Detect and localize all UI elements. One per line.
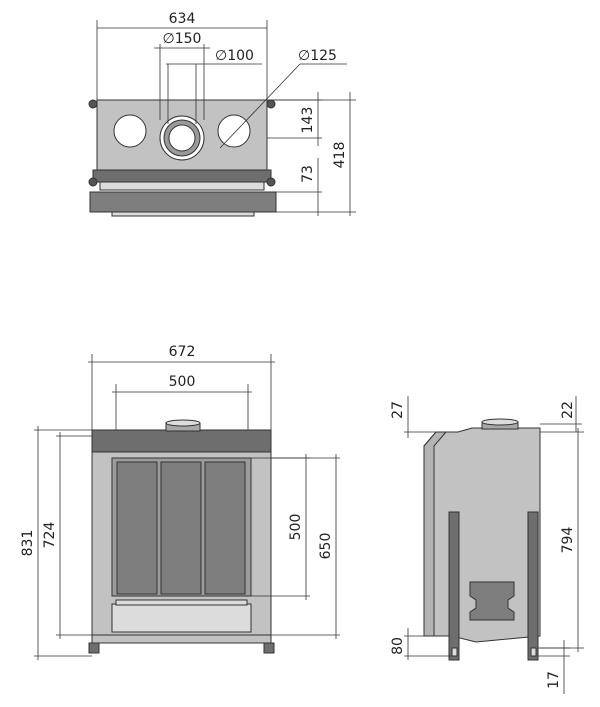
dim-418: 418 xyxy=(332,142,348,169)
front-leg-left xyxy=(88,642,100,654)
side-foot-rear xyxy=(530,647,537,657)
front-base xyxy=(91,634,272,644)
side-hole-right xyxy=(217,114,251,148)
dim-724: 724 xyxy=(42,522,58,549)
top-view-band xyxy=(92,169,272,183)
bolt-icon xyxy=(266,177,276,187)
dim-17: 17 xyxy=(546,671,562,689)
side-flue-top xyxy=(481,418,519,426)
glass-panel-right xyxy=(204,461,246,595)
flue-inner xyxy=(168,124,196,152)
front-view: 672 500 831 724 500 650 xyxy=(20,344,340,660)
front-leg-right xyxy=(263,642,275,654)
side-leg-front xyxy=(448,511,460,661)
top-view-base xyxy=(89,191,277,213)
dim-diameter-150: ∅150 xyxy=(163,31,202,47)
bolt-icon xyxy=(88,99,98,109)
glass-panel-center xyxy=(160,461,202,595)
side-hole-left xyxy=(113,114,147,148)
front-top-slab xyxy=(91,429,272,453)
dim-143: 143 xyxy=(300,107,316,134)
dim-diameter-100: ∅100 xyxy=(215,48,254,64)
front-flue-top xyxy=(165,419,201,427)
dim-794: 794 xyxy=(560,527,576,554)
dim-500-height: 500 xyxy=(288,514,304,541)
bolt-icon xyxy=(88,177,98,187)
dim-80: 80 xyxy=(390,637,406,655)
dim-22: 22 xyxy=(560,401,576,419)
bolt-icon xyxy=(266,99,276,109)
dim-27: 27 xyxy=(390,401,406,419)
dim-diameter-125: ∅125 xyxy=(298,48,337,64)
top-view-base-lip xyxy=(111,211,255,217)
glass-panel-left xyxy=(116,461,158,595)
dim-831: 831 xyxy=(20,530,36,557)
dim-634: 634 xyxy=(169,11,196,27)
dim-73: 73 xyxy=(300,165,316,183)
side-view: 27 22 794 80 17 xyxy=(390,396,584,694)
front-lower-lip xyxy=(115,599,248,606)
top-view-strip xyxy=(99,181,265,191)
air-intake-plate xyxy=(469,581,515,621)
top-view: 634 ∅150 ∅100 ∅125 143 418 73 xyxy=(88,11,356,217)
side-leg-rear xyxy=(527,511,539,661)
dim-500-width: 500 xyxy=(169,374,196,390)
side-foot-front xyxy=(451,647,458,657)
dim-672: 672 xyxy=(169,344,196,360)
front-lower-panel xyxy=(111,603,252,633)
dim-650: 650 xyxy=(318,533,334,560)
